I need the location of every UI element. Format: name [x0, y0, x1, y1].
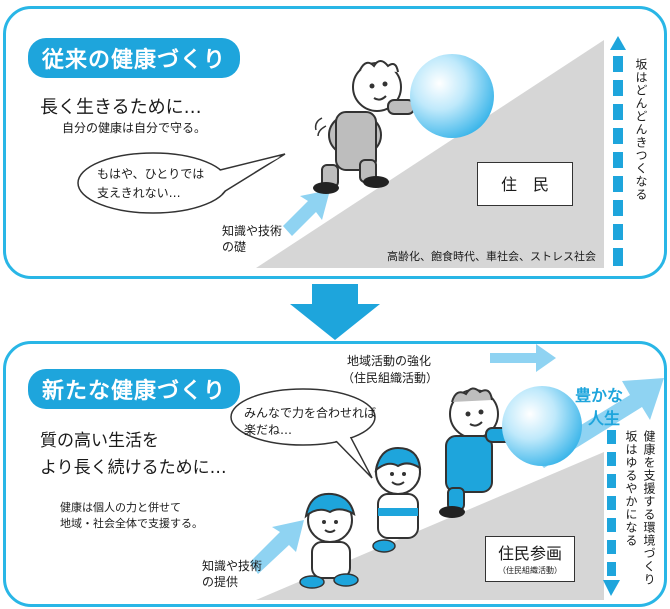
top-person-figure: [313, 60, 415, 194]
top-knowledge-arrow: [283, 190, 330, 236]
top-slope-caption: 高齢化、飽食時代、車社会、ストレス社会: [387, 250, 596, 263]
bottom-side-text-2: 健康を支援する環境づくり: [642, 430, 656, 586]
bottom-bubble-line1: みんなで力を合わせれば: [244, 406, 377, 420]
community-arrow: [490, 344, 556, 372]
top-knowledge-line2: の礎: [222, 240, 247, 254]
community-line2: （住民組織活動）: [342, 371, 439, 385]
bottom-side-text-1: 坂はゆるやかになる: [624, 430, 638, 547]
bottom-knowledge-line2: の提供: [202, 575, 239, 589]
bottom-child-figure: [299, 492, 359, 589]
top-section-title: 従来の健康づくり: [28, 38, 241, 78]
transition-down-arrow: [290, 284, 380, 340]
top-resident-label: 住 民: [500, 175, 549, 194]
bottom-participation-box: 住民参画 （住民組織活動）: [485, 536, 575, 582]
bottom-elder-figure: [439, 387, 513, 518]
bottom-panel: [3, 341, 667, 607]
bottom-heading-line1: 質の高い生活を: [40, 431, 159, 451]
bottom-speech-bubble: [230, 388, 376, 479]
bottom-section-title: 新たな健康づくり: [28, 369, 241, 409]
top-ball: [410, 54, 494, 138]
bottom-sub-line2: 地域・社会全体で支援する。: [60, 517, 203, 530]
bottom-middle-figure: [372, 446, 422, 553]
bottom-side-arrow: [603, 430, 620, 596]
bottom-heading-line2: より長く続けるために…: [40, 458, 227, 478]
top-speech-bubble: [77, 152, 286, 214]
bottom-sub-line1: 健康は個人の力と併せて: [60, 501, 181, 514]
top-slope: [256, 40, 604, 268]
top-bubble-line1: もはや、ひとりでは: [97, 167, 205, 181]
top-side-text: 坂はどんどんきつくなる: [634, 58, 648, 201]
top-bubble-line2: 支えきれない…: [97, 186, 181, 200]
bottom-ball: [502, 386, 582, 466]
top-heading: 長く生きるために…: [40, 97, 202, 118]
top-knowledge-line1: 知識や技術: [222, 224, 283, 238]
community-line1: 地域活動の強化: [347, 354, 432, 368]
bottom-knowledge-line1: 知識や技術: [202, 559, 263, 573]
bottom-knowledge-arrow: [250, 520, 304, 574]
top-side-arrow: [610, 36, 626, 266]
bottom-bubble-line2: 楽だね…: [244, 423, 293, 437]
goal-line1: 豊かな: [575, 386, 624, 405]
top-resident-box: 住 民: [477, 162, 573, 206]
goal-line2: 人生: [588, 409, 621, 428]
bottom-participation-label: 住民参画: [497, 544, 562, 563]
top-subtext: 自分の健康は自分で守る。: [62, 121, 207, 135]
bottom-participation-sublabel: （住民組織活動）: [498, 566, 562, 575]
